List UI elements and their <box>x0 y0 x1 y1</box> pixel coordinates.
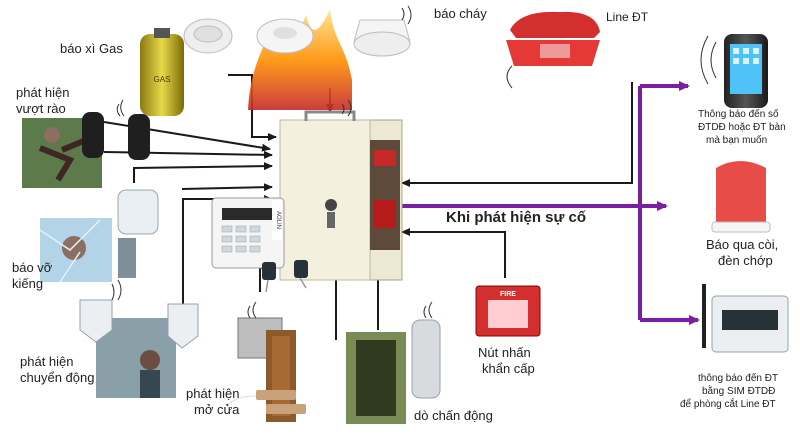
motion-detectors <box>79 279 199 398</box>
vibration-detector <box>346 301 441 424</box>
gas-detector: GAS <box>140 18 233 116</box>
label-glass-1: báo vỡ <box>12 260 53 275</box>
gsm-sim-module <box>702 284 789 353</box>
fire-box-title: FIRE <box>500 291 516 298</box>
output-arrows <box>402 81 700 325</box>
emergency-button: FIRE <box>475 285 541 337</box>
mobile-phone <box>700 34 768 108</box>
label-door-2: mở cửa <box>194 402 240 417</box>
label-vibration: dò chấn động <box>414 408 493 423</box>
label-sim-1: thông báo đến ĐT <box>698 372 778 384</box>
glass-break-detector <box>39 189 159 283</box>
label-notify-phone-1: Thông báo đến số <box>698 108 779 120</box>
label-button-1: Nút nhấn <box>478 345 531 360</box>
label-sim-2: bằng SIM ĐTDĐ <box>702 384 775 397</box>
gas-tank-text: GAS <box>154 75 171 84</box>
label-door-1: phát hiện <box>186 386 240 401</box>
fence-beam-detectors <box>22 99 150 188</box>
label-motion-2: chuyển động <box>20 370 94 385</box>
label-notify-phone-2: ĐTDĐ hoặc ĐT bàn <box>698 122 786 133</box>
label-gas: báo xì Gas <box>60 41 123 56</box>
label-fence-1: phát hiện <box>16 85 70 100</box>
label-fence-2: vượt rào <box>16 101 66 116</box>
label-line: Line ĐT <box>606 10 649 24</box>
door-contact-sensor <box>225 301 306 422</box>
fire-detectors <box>248 5 412 117</box>
label-fire: báo cháy <box>434 6 487 21</box>
arrow-glass-top <box>133 162 273 183</box>
siren-strobe <box>711 161 771 233</box>
arrow-button <box>401 228 506 278</box>
keypad: AOLIN <box>211 197 308 293</box>
label-siren-1: Báo qua còi, <box>706 237 778 252</box>
label-siren-2: đèn chớp <box>718 253 773 268</box>
desk-phone <box>506 11 600 89</box>
label-notify-phone-3: mà bạn muốn <box>706 134 767 146</box>
keypad-brand: AOLIN <box>275 211 281 229</box>
label-glass-2: kiếng <box>12 276 43 291</box>
alarm-control-panel <box>279 110 403 281</box>
remote-keys <box>262 260 308 293</box>
label-button-2: khẩn cấp <box>482 361 535 376</box>
label-sim-3: để phòng cắt Line ĐT <box>680 397 776 410</box>
label-motion-1: phát hiện <box>20 354 74 369</box>
arrow-glass-side <box>181 183 273 192</box>
arrow-line <box>401 82 633 187</box>
label-incident: Khi phát hiện sự cố <box>446 209 586 226</box>
